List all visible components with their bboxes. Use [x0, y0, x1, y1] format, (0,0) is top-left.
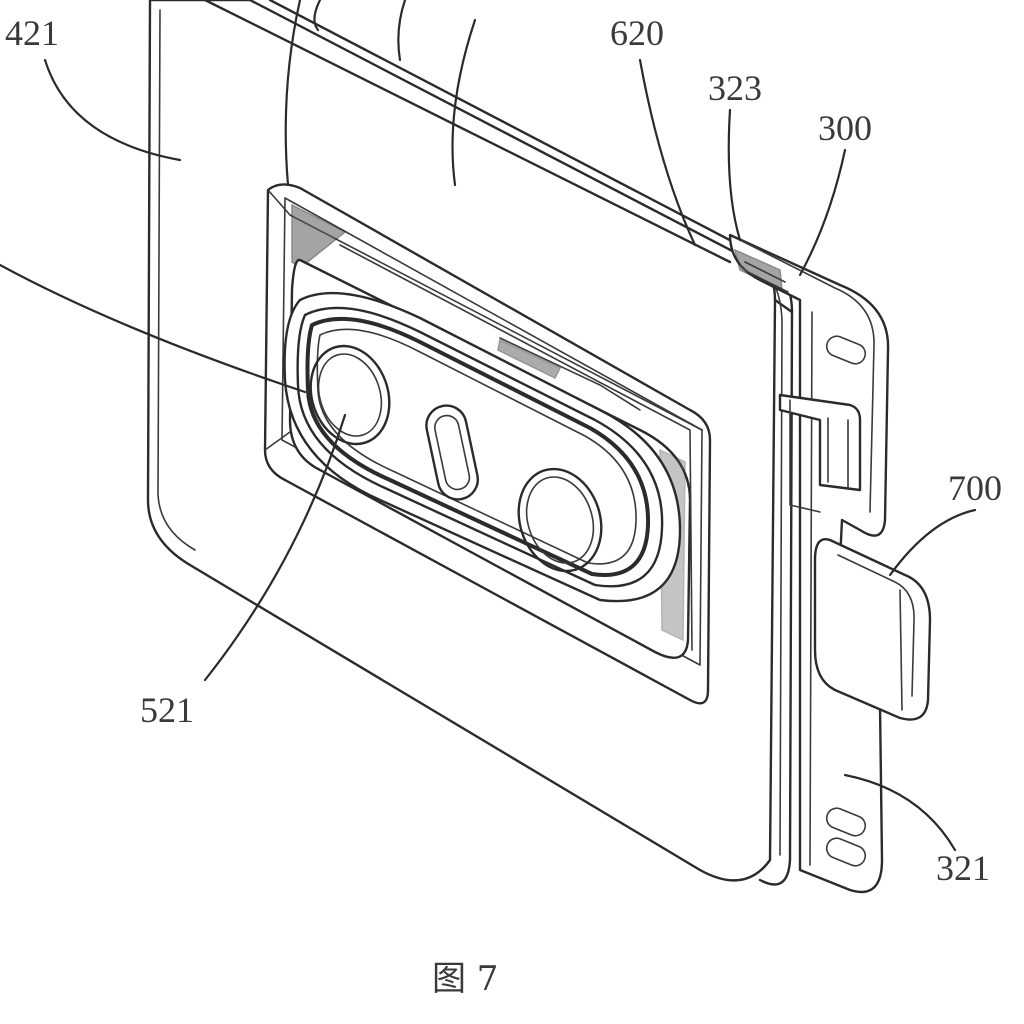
label-321: 321	[936, 848, 990, 888]
lens-decoration	[283, 291, 682, 603]
connector-tab	[813, 538, 932, 721]
leader-lines	[0, 0, 977, 852]
lens-aperture-secondary	[517, 467, 603, 573]
label-323: 323	[708, 68, 762, 108]
label-620: 620	[610, 13, 664, 53]
label-700: 700	[948, 468, 1002, 508]
flash-slot	[425, 404, 480, 501]
reference-labels: 421 620 323 300 700 521 321	[5, 13, 1002, 888]
label-521: 521	[140, 690, 194, 730]
label-421: 421	[5, 13, 59, 53]
lens-aperture-521	[309, 344, 391, 446]
figure-caption: 图 7	[432, 959, 498, 999]
label-300: 300	[818, 108, 872, 148]
